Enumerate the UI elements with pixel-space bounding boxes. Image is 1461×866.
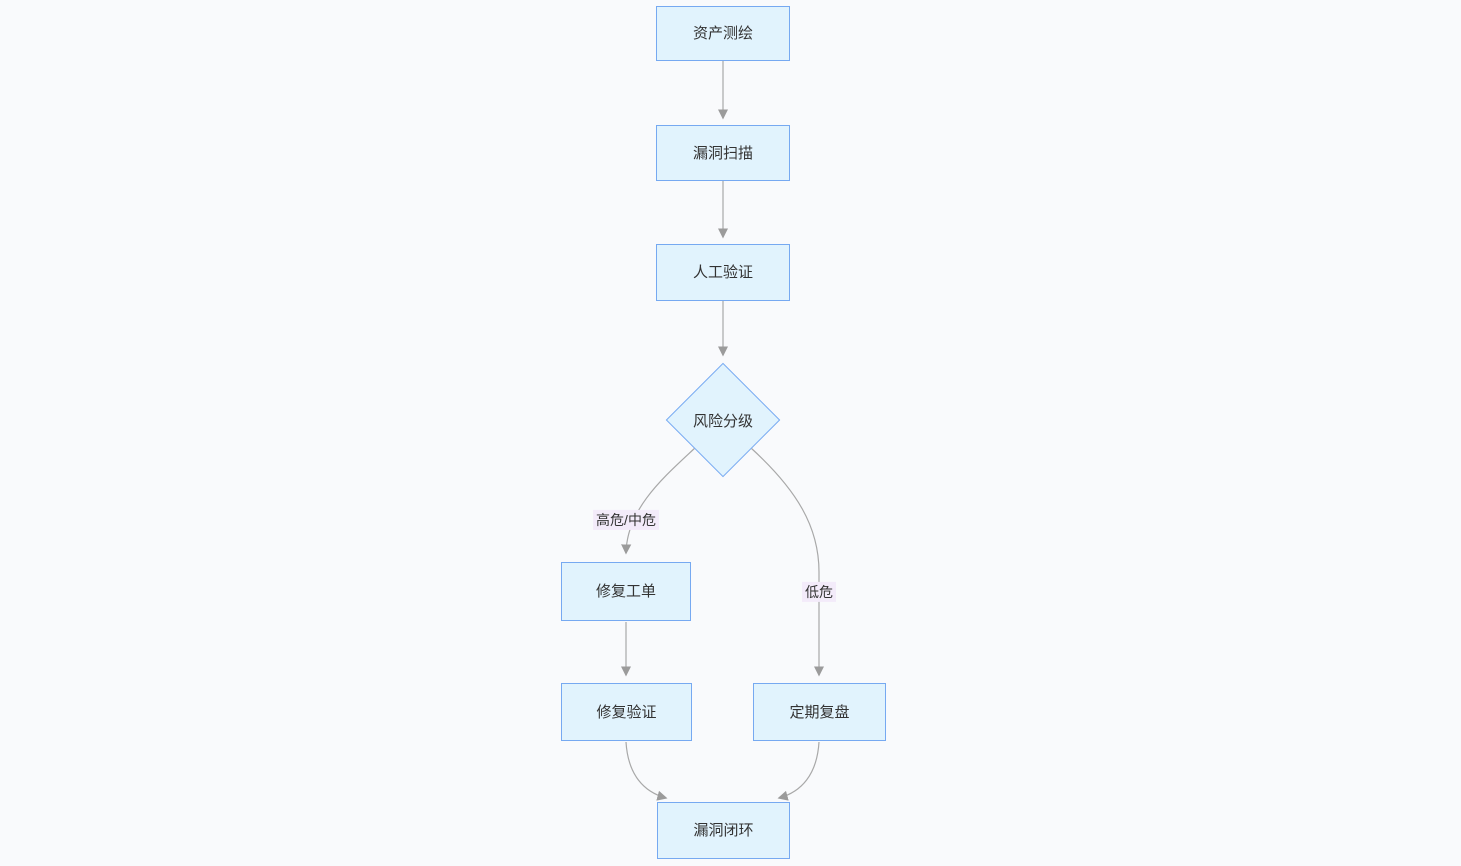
node-asset-mapping-label: 资产测绘 (692, 25, 753, 42)
node-vuln-closure-label: 漏洞闭环 (693, 822, 754, 839)
node-fix-ticket-label: 修复工单 (595, 583, 656, 600)
edge-triage-to-review (750, 447, 825, 677)
node-manual-verify: 人工验证 (656, 244, 790, 301)
edge-fixverify-to-closure (625, 741, 668, 801)
node-vuln-scan: 漏洞扫描 (656, 125, 790, 181)
node-fix-verify: 修复验证 (561, 683, 692, 741)
edge-label-low-risk: 低危 (802, 581, 836, 603)
node-periodic-review-label: 定期复盘 (789, 703, 850, 721)
node-risk-triage-label: 风险分级 (692, 412, 753, 430)
edge-label-high-medium-risk: 高危/中危 (593, 509, 659, 531)
node-fix-ticket: 修复工单 (561, 562, 691, 621)
node-fix-verify-label: 修复验证 (596, 703, 657, 721)
edge-review-to-closure (777, 741, 820, 801)
node-vuln-scan-label: 漏洞扫描 (692, 144, 753, 162)
node-manual-verify-label: 人工验证 (692, 264, 753, 281)
node-asset-mapping: 资产测绘 (656, 6, 790, 61)
node-vuln-closure: 漏洞闭环 (657, 802, 790, 859)
node-periodic-review: 定期复盘 (753, 683, 886, 741)
node-risk-triage: 风险分级 (665, 362, 781, 478)
